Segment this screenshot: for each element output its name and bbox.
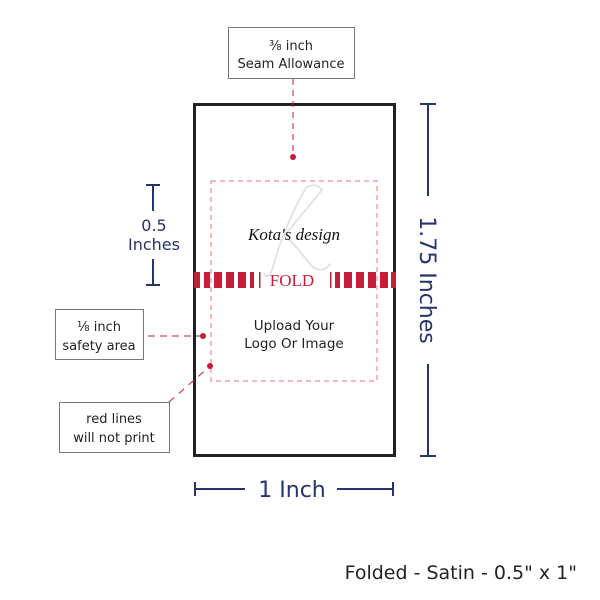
half-height-line2: Inches [128, 235, 180, 254]
seam-allowance-line1: ⅜ inch [269, 39, 313, 54]
product-caption: Folded - Satin - 0.5" x 1" [345, 562, 577, 584]
half-height-dimension [146, 184, 160, 286]
red-lines-box [59, 402, 170, 453]
safety-area-line1: ⅛ inch [77, 320, 121, 335]
red-lines-leader-line [168, 367, 209, 403]
width-dimension [194, 482, 394, 496]
upload-text-line2: Logo Or Image [244, 336, 343, 352]
red-lines-line2: will not print [73, 431, 155, 446]
width-label: 1 Inch [258, 478, 325, 503]
full-height-label: 1.75 Inches [414, 216, 439, 343]
safety-area-box [55, 309, 144, 360]
seam-allowance-line2: Seam Allowance [237, 57, 344, 72]
full-height-dimension [420, 103, 436, 457]
logo-text: Kota's design [247, 225, 340, 244]
red-lines-line1: red lines [86, 412, 142, 427]
logo-monogram-icon [263, 184, 331, 277]
upload-text-line1: Upload Your [254, 318, 335, 334]
safety-leader-dot [200, 333, 206, 339]
seam-allowance-box [228, 27, 355, 79]
safety-area-outline [210, 180, 378, 382]
fold-label: FOLD [270, 271, 314, 290]
seam-leader-dot [290, 154, 296, 160]
safety-area-line2: safety area [62, 339, 135, 354]
fold-line [194, 272, 396, 288]
half-height-line1: 0.5 [141, 216, 166, 235]
red-lines-leader-dot [207, 363, 213, 369]
